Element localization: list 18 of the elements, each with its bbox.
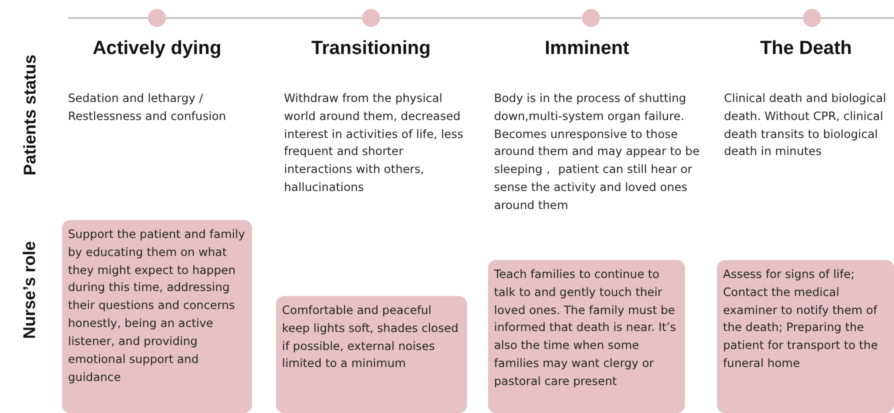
status-text: Clinical death and biological death. Without CPR, clinical death transits to biological death in minutes (724, 90, 888, 160)
stage-heading: Actively dying (92, 38, 222, 60)
stage-heading: Transitioning (310, 38, 432, 60)
status-text: Body is in the process of shutting down,multi-system organ failure. Becomes unresponsive to those around them and may appear to be sleeping， patient can still hear or sense the activity and loved ones around them (494, 90, 701, 214)
stage-heading: Imminent (544, 38, 630, 60)
status-text: Sedation and lethargy / Restlessness and confusion (68, 90, 228, 125)
role-card (276, 296, 467, 413)
status-text: Withdraw from the physical world around them, decreased interest in activities of life, less frequent and shorter interactions with others, hallucinations (284, 90, 464, 196)
role-card (717, 260, 894, 413)
role-text: Teach families to continue to talk to and gently touch their loved ones. The family must be informed that death is near. It’s also the time when some families may want clergy or pastoral care present (494, 266, 677, 390)
role-text: Support the patient and family by educating them on what they might expect to happen during this time, addressing their questions and concerns honestly, being an active listener, and providing emotional support and guidance (68, 226, 246, 386)
role-text: Comfortable and peaceful keep lights soft, shades closed if possible, external noises limited to a minimum (282, 302, 460, 372)
role-card (488, 260, 685, 413)
stage-heading: The Death (759, 38, 853, 60)
row-heading: Patients status (20, 54, 40, 176)
row-heading: Nurse’s role (20, 241, 40, 339)
role-card (62, 220, 252, 413)
role-text: Assess for signs of life; Contact the medical examiner to notify them of the death; Preparing the patient for transport to the funeral home (723, 266, 879, 372)
